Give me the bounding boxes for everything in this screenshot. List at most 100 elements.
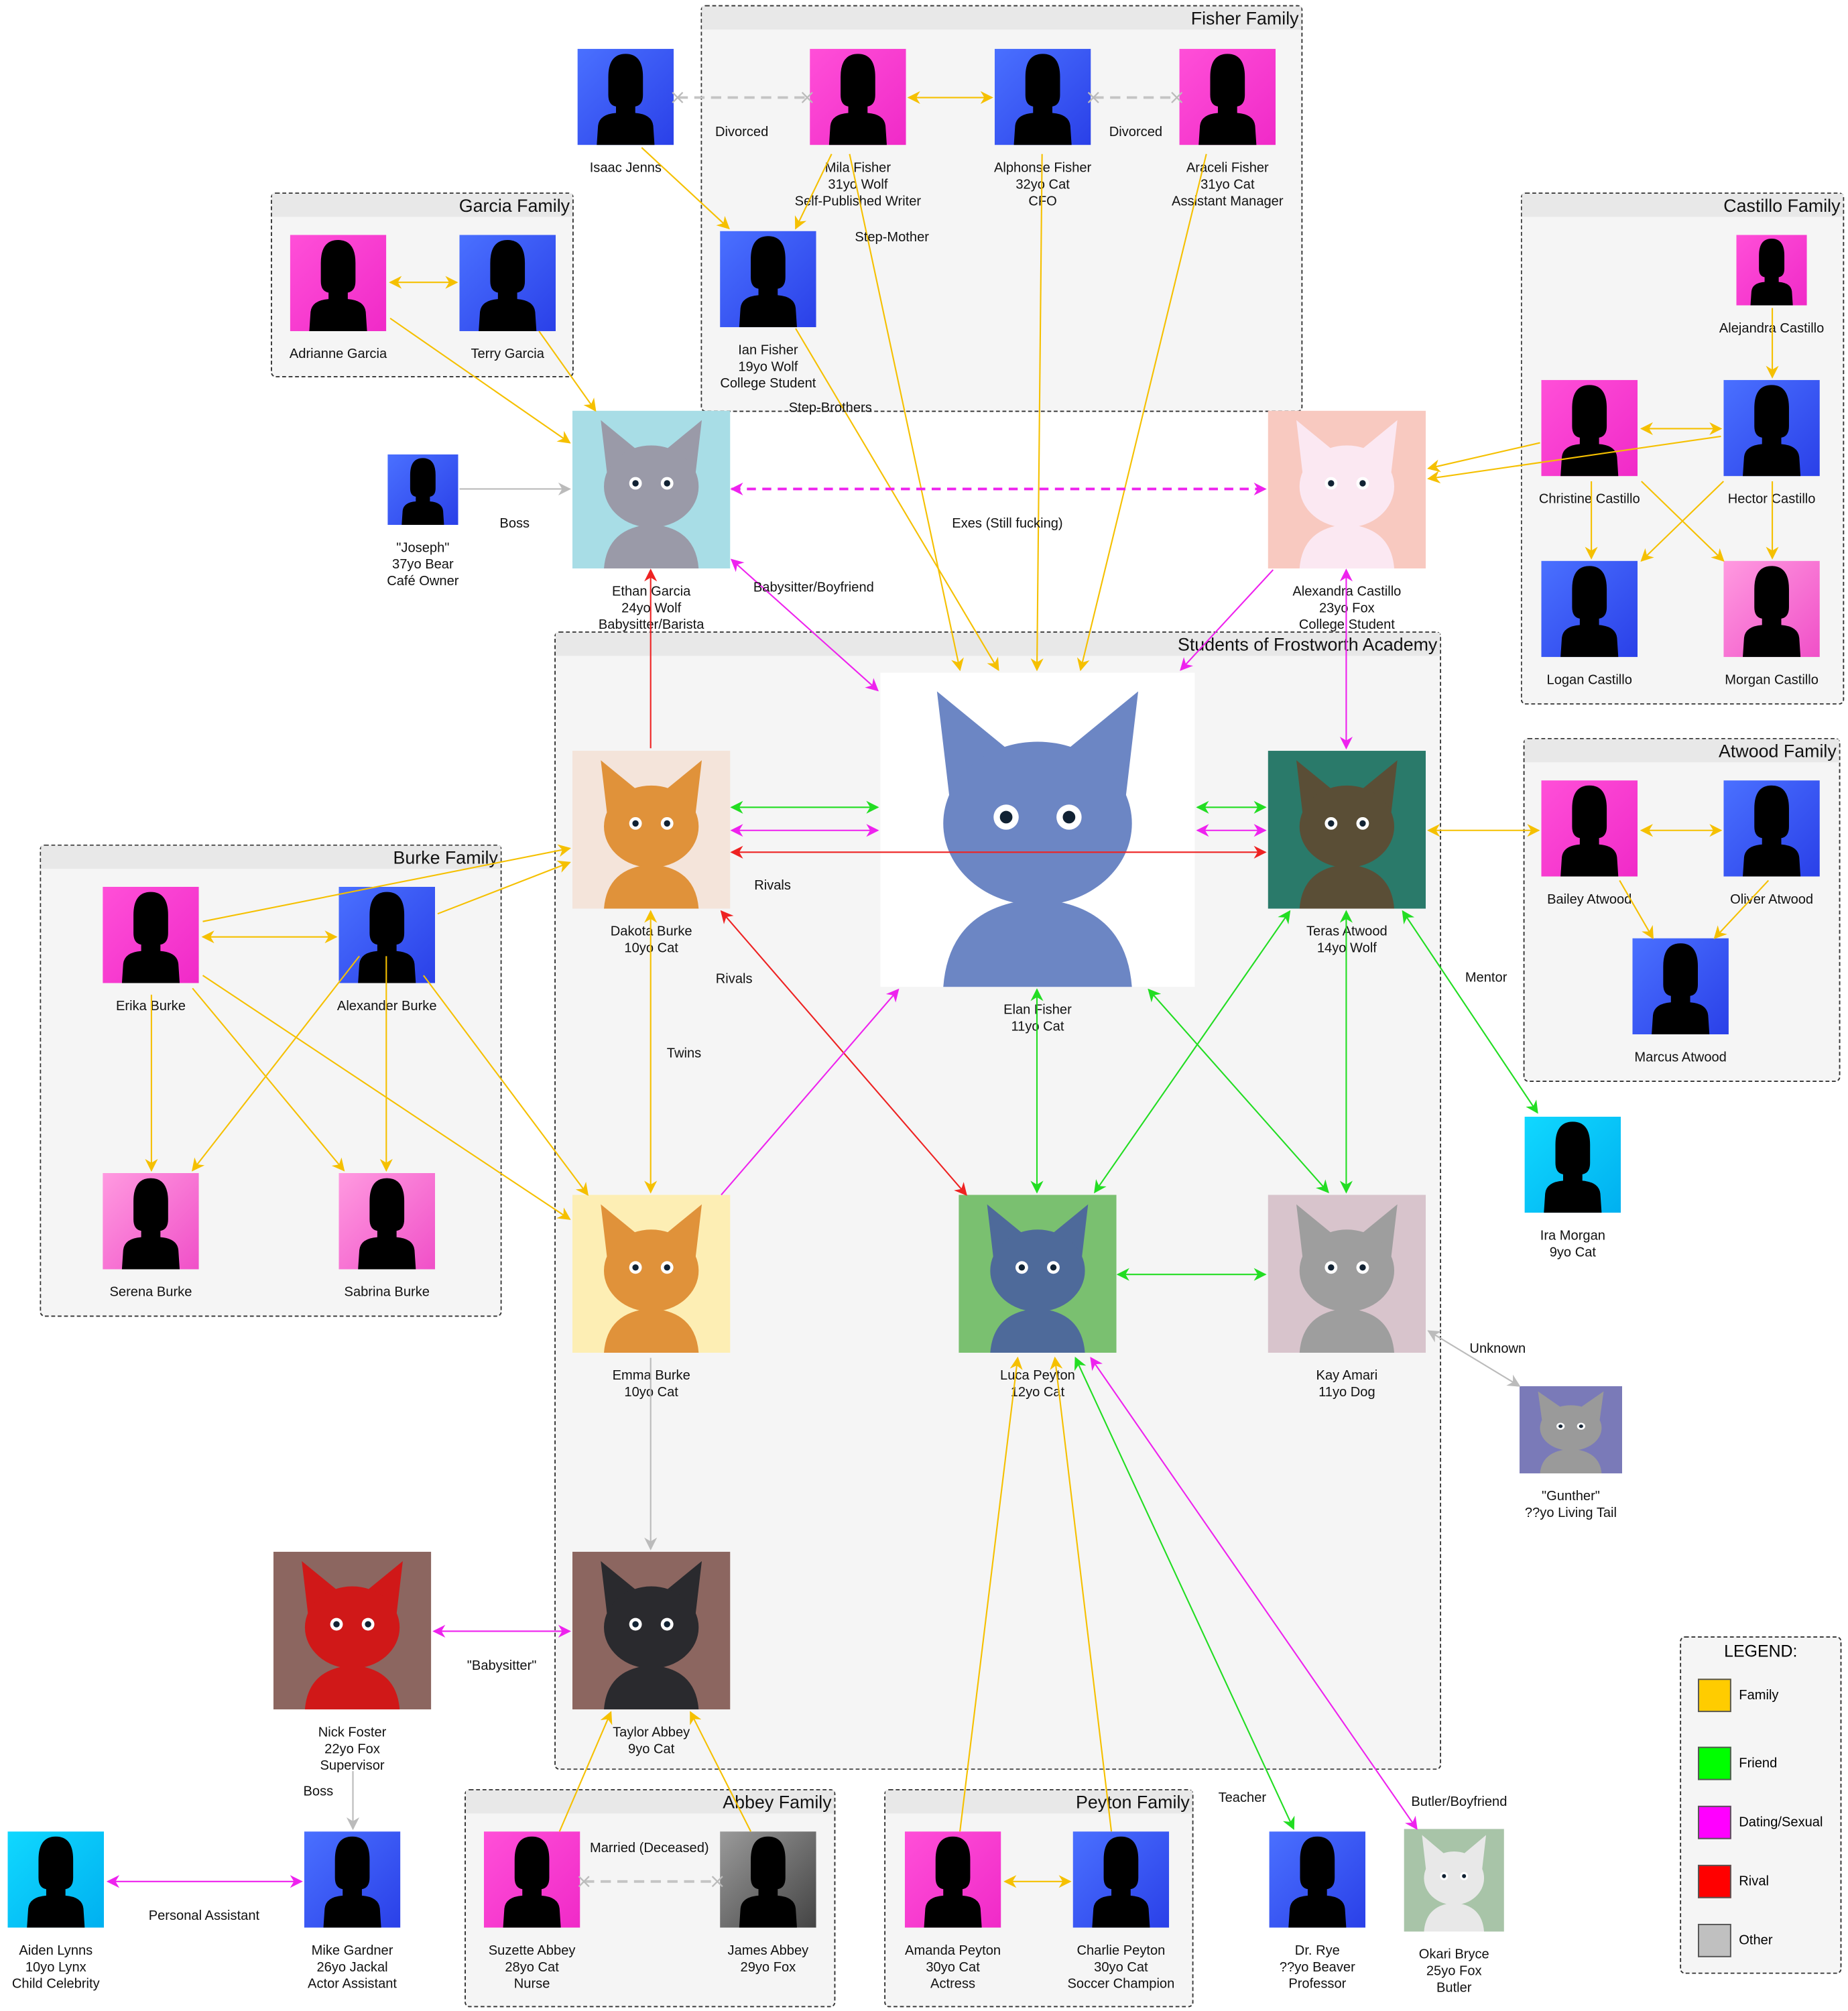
- character-portrait: [959, 1195, 1117, 1353]
- label-line: Serena Burke: [109, 1284, 192, 1300]
- edge-label: Step-Brothers: [788, 400, 872, 416]
- edge-label: Unknown: [1469, 1341, 1526, 1357]
- edge-label: "Babysitter": [467, 1658, 537, 1674]
- legend-item-dating: Dating/Sexual: [1698, 1805, 1823, 1839]
- avatar-silhouette-icon: [483, 1831, 580, 1928]
- avatar-silhouette-icon: [904, 1831, 1001, 1928]
- character-portrait: [572, 1551, 731, 1710]
- label-line: Supervisor: [320, 1758, 385, 1774]
- avatar-silhouette-icon: [1541, 780, 1638, 877]
- legend-swatch: [1698, 1864, 1731, 1898]
- character-portrait: [1268, 751, 1426, 909]
- person-label: Logan Castillo: [1474, 672, 1705, 689]
- label-line: Kay Amari: [1316, 1367, 1378, 1384]
- label-line: Dr. Rye: [1294, 1943, 1340, 1959]
- edge-label: Divorced: [715, 124, 769, 140]
- label-line: Logan Castillo: [1546, 672, 1632, 688]
- person-label: "Gunther"??yo Living Tail: [1455, 1489, 1686, 1522]
- avatar-silhouette-icon: [1179, 48, 1276, 145]
- label-line: Café Owner: [387, 573, 459, 589]
- edge-label: Boss: [303, 1784, 334, 1800]
- label-line: 10yo Cat: [624, 1384, 678, 1400]
- group-header: [465, 1790, 835, 1814]
- label-line: Child Celebrity: [11, 1976, 100, 1992]
- label-line: College Student: [720, 375, 816, 391]
- person-label: Marcus Atwood: [1565, 1050, 1796, 1067]
- label-line: 28yo Cat: [505, 1959, 559, 1975]
- group-header: [1522, 194, 1843, 217]
- avatar-silhouette-icon: [810, 48, 906, 145]
- label-line: 30yo Cat: [1094, 1959, 1148, 1975]
- person-label: Isaac Jenns: [510, 160, 741, 177]
- label-line: Nick Foster: [318, 1725, 387, 1741]
- group-title: Fisher Family: [1190, 7, 1299, 29]
- character-portrait: [1519, 1386, 1623, 1473]
- avatar-silhouette-icon: [7, 1831, 105, 1928]
- avatar-silhouette-icon: [304, 1831, 401, 1928]
- label-line: Nurse: [513, 1976, 550, 1992]
- label-line: Ira Morgan: [1540, 1228, 1605, 1244]
- label-line: Okari Bryce: [1418, 1947, 1489, 1963]
- person-label: Morgan Castillo: [1656, 672, 1848, 689]
- person-label: Christine Castillo: [1474, 491, 1705, 508]
- label-line: Aiden Lynns: [19, 1943, 93, 1959]
- edge-label: Married (Deceased): [589, 1840, 709, 1856]
- legend-swatch: [1698, 1679, 1731, 1713]
- legend-label: Family: [1739, 1687, 1779, 1703]
- label-line: Adrianne Garcia: [289, 346, 387, 362]
- legend: LEGEND: Family Friend Dating/Sexual Riva…: [1680, 1636, 1842, 1974]
- group-title: Atwood Family: [1719, 740, 1837, 761]
- character-portrait: [880, 672, 1195, 987]
- character-portrait: [572, 410, 731, 569]
- label-line: 30yo Cat: [926, 1959, 980, 1975]
- label-line: Charlie Peyton: [1076, 1943, 1166, 1959]
- label-line: Teras Atwood: [1306, 924, 1388, 940]
- label-line: 24yo Wolf: [621, 601, 682, 617]
- legend-label: Rival: [1739, 1874, 1769, 1890]
- edge-label: Teacher: [1218, 1790, 1267, 1806]
- legend-label: Dating/Sexual: [1739, 1815, 1823, 1831]
- person-label: Erika Burke: [36, 999, 267, 1016]
- character-portrait: [572, 751, 731, 909]
- edge-label: Rivals: [754, 877, 791, 894]
- legend-item-other: Other: [1698, 1923, 1773, 1957]
- label-line: Amanda Peyton: [905, 1943, 1001, 1959]
- label-line: James Abbey: [727, 1943, 809, 1959]
- label-line: 11yo Dog: [1318, 1384, 1375, 1400]
- label-line: 26yo Jackal: [316, 1959, 388, 1975]
- label-line: 10yo Cat: [624, 940, 678, 957]
- label-line: Mike Gardner: [311, 1943, 393, 1959]
- legend-swatch: [1698, 1805, 1731, 1839]
- label-line: Christine Castillo: [1538, 491, 1640, 507]
- person-label: Serena Burke: [36, 1285, 267, 1302]
- label-line: Actor Assistant: [308, 1976, 397, 1992]
- avatar-silhouette-icon: [1632, 938, 1729, 1035]
- label-line: College Student: [1298, 617, 1395, 633]
- label-line: Butler: [1436, 1980, 1472, 1996]
- label-line: Taylor Abbey: [613, 1725, 690, 1741]
- avatar-silhouette-icon: [290, 235, 387, 331]
- avatar-silhouette-icon: [103, 1172, 199, 1270]
- group-title: Castillo Family: [1723, 195, 1841, 216]
- person-label: Alejandra Castillo: [1656, 321, 1848, 338]
- legend-title: LEGEND:: [1724, 1641, 1798, 1661]
- avatar-silhouette-icon: [720, 231, 816, 328]
- avatar-silhouette-icon: [1723, 560, 1820, 658]
- group-title: Students of Frostworth Academy: [1177, 633, 1438, 655]
- avatar-silhouette-icon: [387, 454, 458, 526]
- person-label: Alexander Burke: [271, 999, 503, 1016]
- character-portrait: [572, 1195, 731, 1353]
- label-line: 11yo Cat: [1011, 1019, 1064, 1035]
- group-header: [702, 6, 1302, 30]
